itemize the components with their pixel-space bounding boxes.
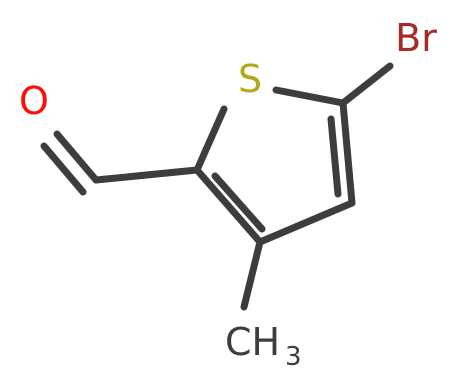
bond-c2-c3 [193,166,264,246]
bond-cho-c2 [92,166,201,184]
bond-c5-c4-inner [327,115,342,198]
bond-c5-c4 [339,99,356,207]
bond-s-c5 [272,86,347,107]
bond-c4-c3 [256,199,356,246]
bond-c-o-b [40,142,87,196]
bond-c-o-a [53,130,100,184]
sulfur-atom-label: S [238,57,262,101]
oxygen-atom-label: O [19,79,49,123]
methyl-subscript: 3 [285,342,302,372]
bonds [40,62,394,311]
methyl-atom-label: CH [225,320,280,364]
bond-c2-s [193,105,228,174]
bond-c3-ch3 [240,238,264,311]
bond-c5-br [339,62,394,107]
bromine-atom-label: Br [395,16,437,60]
bond-c2-c3-inner [211,172,266,233]
